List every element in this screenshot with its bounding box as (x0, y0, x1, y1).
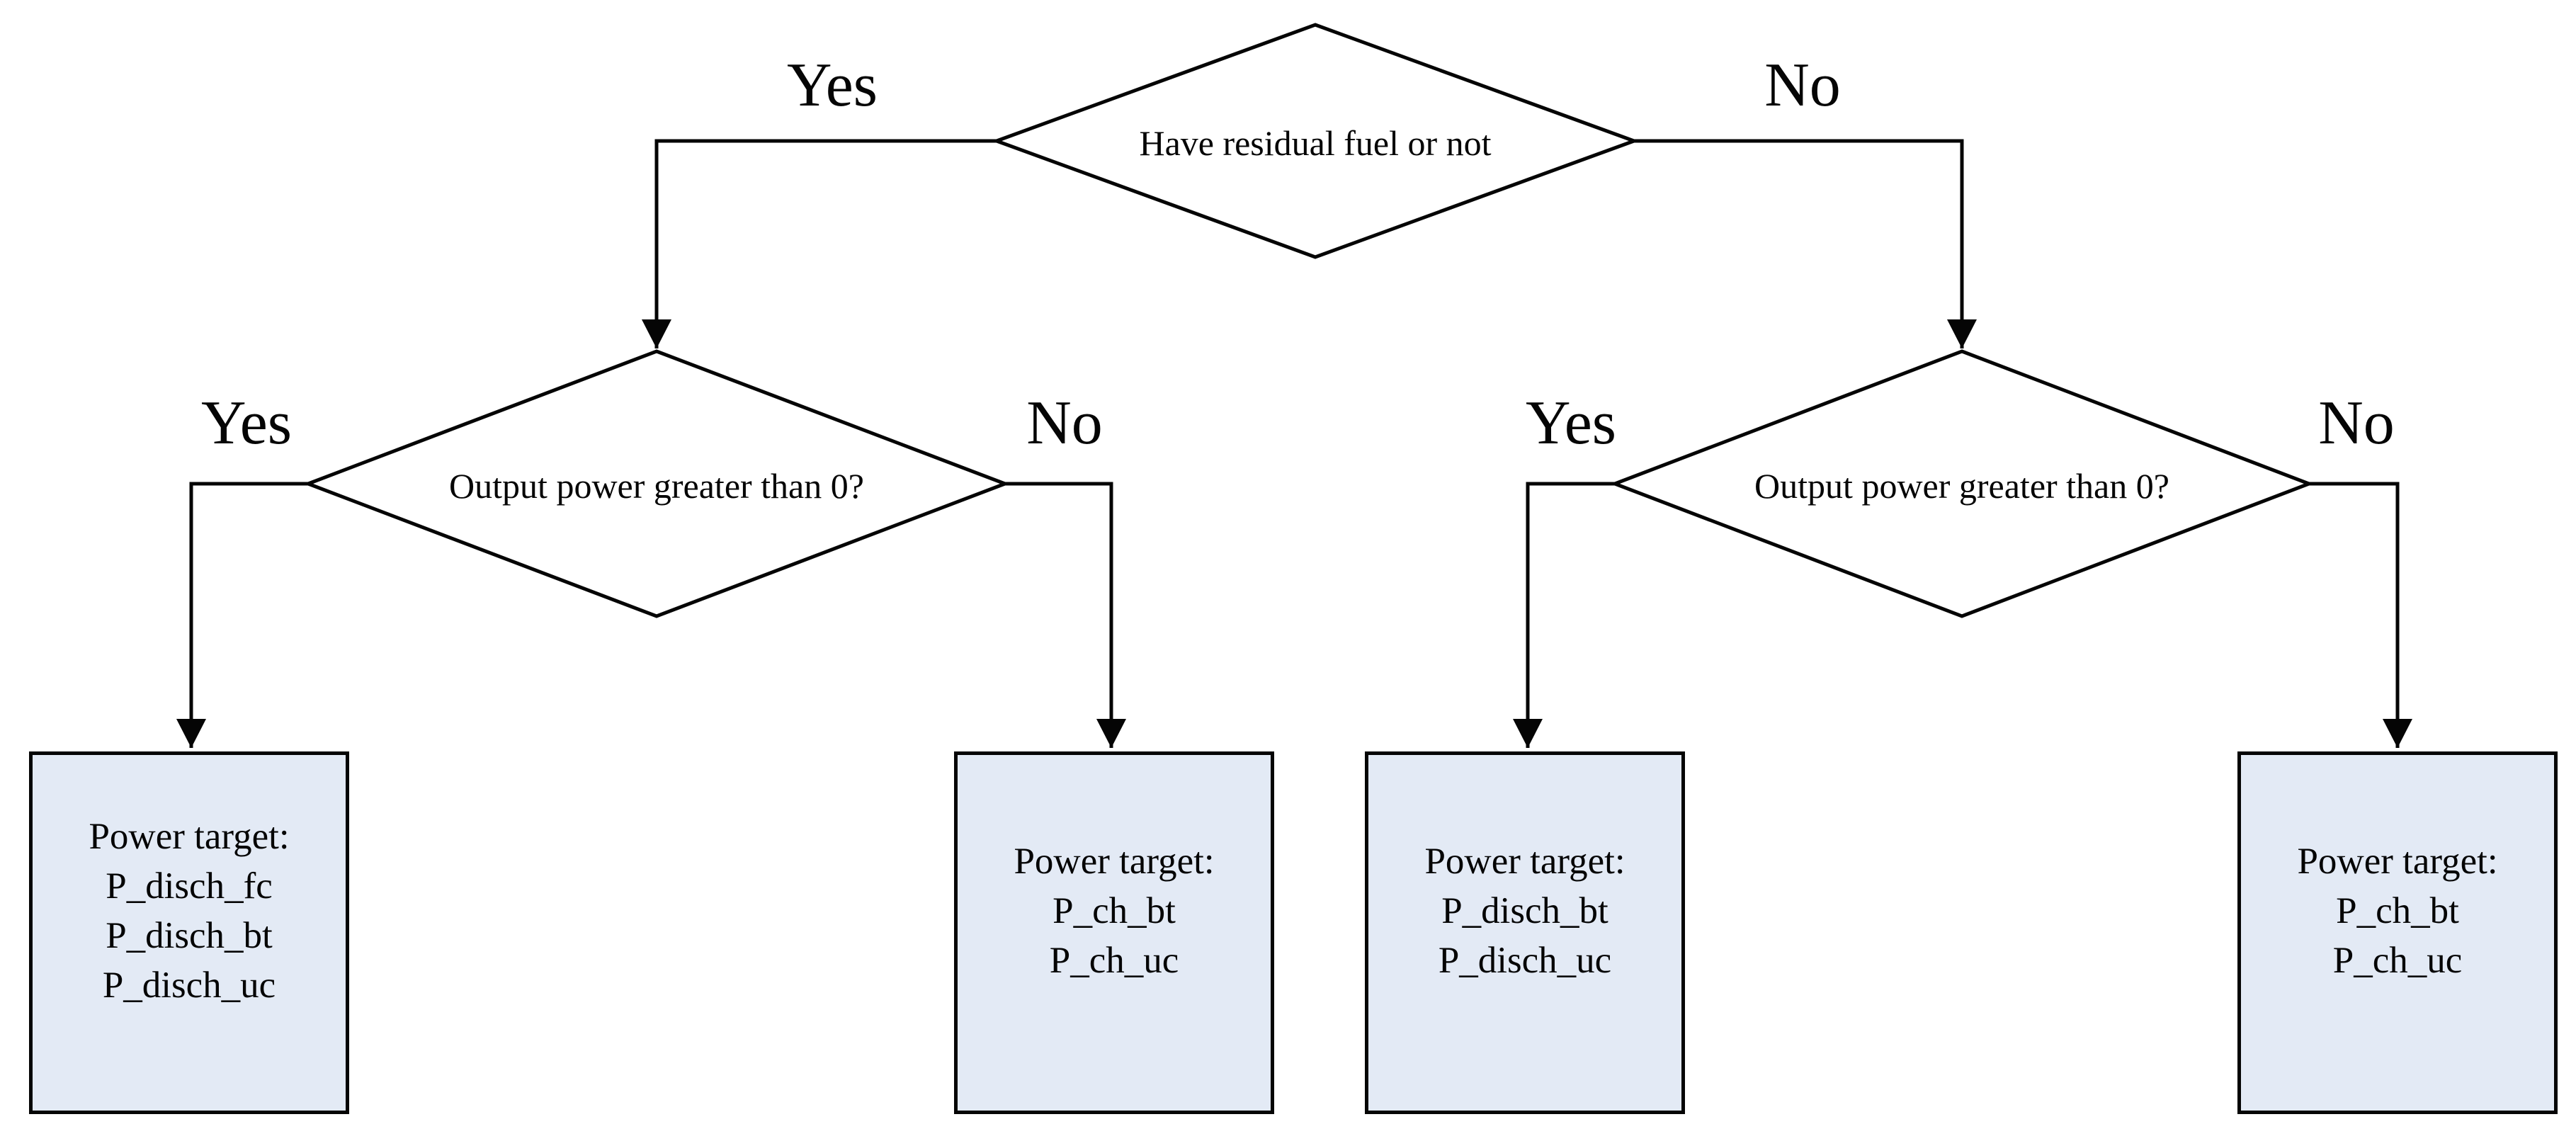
outcome-line: P_ch_uc (1049, 940, 1179, 981)
outcome-line: P_disch_bt (1441, 890, 1608, 931)
outcome-box-2: Power target: P_ch_bt P_ch_uc (954, 751, 1274, 1114)
decision-diamond-root (991, 23, 1640, 259)
decision-text-left: Output power greater than 0? (449, 466, 864, 506)
branch-label-left-no: No (1026, 389, 1103, 458)
branch-label-root-no: No (1764, 51, 1841, 120)
connector-right-yes (1513, 482, 1615, 748)
outcome-line: P_disch_uc (1438, 940, 1612, 981)
branch-label-left-yes: Yes (200, 389, 293, 458)
outcome-line: P_ch_bt (2336, 890, 2459, 931)
branch-label-right-yes: Yes (1525, 389, 1617, 458)
decision-diamond-left (302, 349, 1011, 618)
outcome-line: P_ch_uc (2332, 940, 2463, 981)
connector-root-yes (642, 139, 997, 348)
outcome-line: Power target: (2297, 841, 2498, 882)
outcome-line: P_ch_bt (1052, 890, 1176, 931)
branch-label-right-no: No (2318, 389, 2395, 458)
outcome-box-4: Power target: P_ch_bt P_ch_uc (2237, 751, 2558, 1114)
outcome-line: Power target: (89, 816, 290, 857)
outcome-box-3: Power target: P_disch_bt P_disch_uc (1365, 751, 1685, 1114)
outcome-line: Power target: (1014, 841, 1215, 882)
connector-left-yes (176, 482, 308, 748)
decision-text-right: Output power greater than 0? (1754, 466, 2169, 506)
decision-text-root: Have residual fuel or not (1139, 123, 1492, 163)
outcome-line: Power target: (1424, 841, 1625, 882)
outcome-line: P_disch_uc (102, 965, 276, 1006)
outcome-box-1: Power target: P_disch_fc P_disch_bt P_di… (29, 751, 349, 1114)
outcome-line: P_disch_bt (106, 915, 273, 956)
decision-diamond-right (1609, 349, 2315, 618)
connector-root-no (1634, 139, 1977, 348)
outcome-line: P_disch_fc (106, 865, 273, 907)
connector-left-no (1005, 482, 1126, 748)
branch-label-root-yes: Yes (786, 51, 878, 120)
connector-right-no (2309, 482, 2412, 748)
